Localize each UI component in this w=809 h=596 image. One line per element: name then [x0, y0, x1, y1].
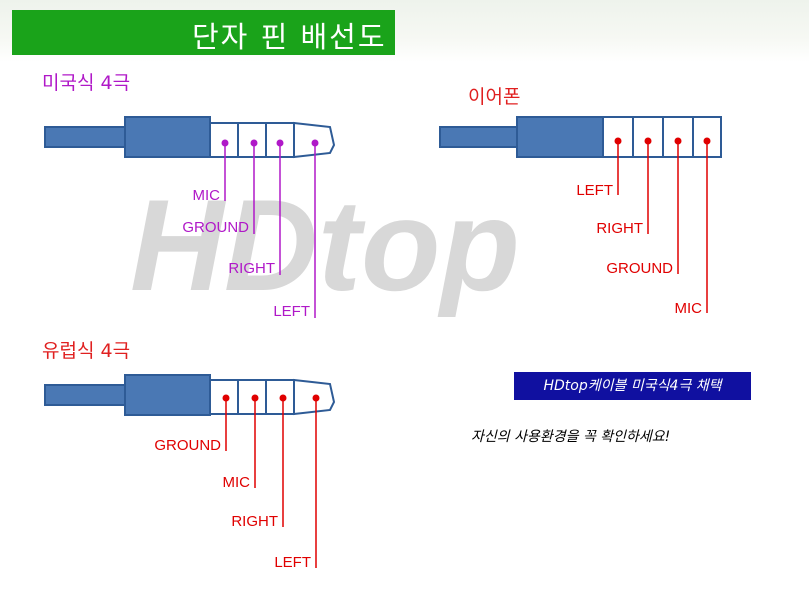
check-environment-note: 자신의 사용환경을 꼭 확인하세요! — [471, 429, 671, 445]
us-label-left: LEFT — [273, 303, 310, 320]
earphone-label-right: RIGHT — [596, 220, 643, 237]
us-section-title: 미국식 4극 — [42, 72, 131, 94]
header-banner: 단자 핀 배선도 — [12, 10, 395, 55]
adoption-banner: HDtop케이블 미국식4극 채택 — [514, 372, 751, 400]
us-plug: MIC GROUND RIGHT LEFT — [44, 116, 336, 320]
page-title: 단자 핀 배선도 — [192, 20, 387, 54]
eu-label-mic: MIC — [223, 474, 251, 491]
eu-label-right: RIGHT — [231, 513, 278, 530]
earphone-plug: LEFT RIGHT GROUND MIC — [439, 116, 722, 317]
watermark-text: HDtop — [130, 172, 520, 318]
us-label-ground: GROUND — [182, 219, 249, 236]
us-label-right: RIGHT — [228, 260, 275, 277]
eu-section-title: 유럽식 4극 — [42, 340, 131, 362]
eu-plug: GROUND MIC RIGHT LEFT — [44, 374, 336, 571]
earphone-label-mic: MIC — [675, 300, 703, 317]
eu-label-ground: GROUND — [154, 437, 221, 454]
eu-label-left: LEFT — [274, 554, 311, 571]
earphone-section-title: 이어폰 — [468, 86, 521, 108]
earphone-label-left: LEFT — [576, 182, 613, 199]
earphone-label-ground: GROUND — [606, 260, 673, 277]
us-label-mic: MIC — [193, 187, 221, 204]
